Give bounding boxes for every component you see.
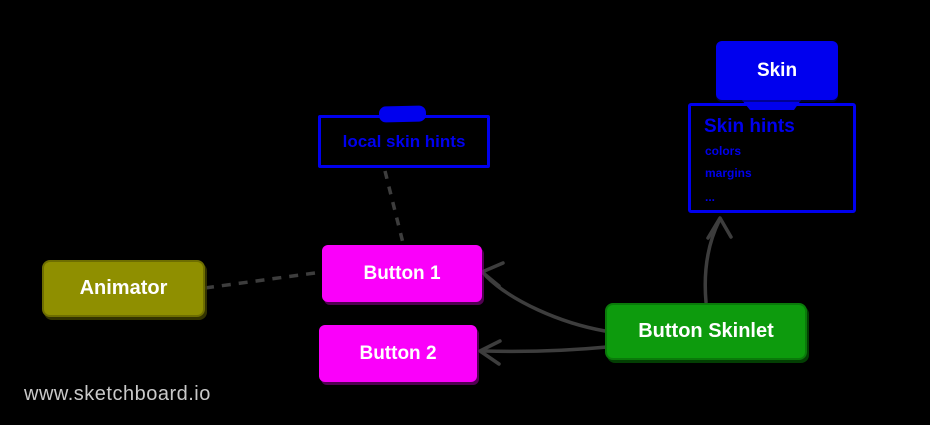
local-skin-hints-cap-scribble bbox=[378, 105, 427, 123]
skin-hints-item-ellipsis: ... bbox=[705, 190, 716, 204]
skin-hints-item-colors: colors bbox=[705, 144, 742, 158]
connector-skinlet-button1[interactable] bbox=[484, 274, 607, 333]
node-skin-label: Skin bbox=[756, 59, 798, 81]
sketchboard-watermark: www.sketchboard.io bbox=[24, 383, 211, 405]
connector-skinlet-button2[interactable] bbox=[482, 345, 609, 354]
skin-hints-item-margins: margins bbox=[705, 166, 752, 180]
node-animator-label: Animator bbox=[79, 277, 168, 299]
node-button-skinlet-label: Button Skinlet bbox=[638, 320, 774, 342]
node-local-skin-hints[interactable]: local skin hints bbox=[318, 115, 490, 168]
node-skin-hints[interactable]: Skin hints colors margins ... bbox=[688, 103, 856, 213]
node-button2-label: Button 2 bbox=[359, 342, 437, 364]
node-animator[interactable]: Animator bbox=[42, 260, 205, 317]
node-button1-label: Button 1 bbox=[363, 262, 441, 284]
node-button1[interactable]: Button 1 bbox=[322, 245, 482, 302]
node-button2[interactable]: Button 2 bbox=[319, 325, 477, 382]
connector-animator-button1[interactable] bbox=[204, 270, 323, 290]
node-button-skinlet[interactable]: Button Skinlet bbox=[605, 303, 807, 360]
connector-localhints-button1[interactable] bbox=[383, 170, 405, 244]
node-skin[interactable]: Skin bbox=[716, 41, 838, 100]
node-local-skin-hints-label: local skin hints bbox=[342, 131, 466, 151]
arrowhead-skinhints bbox=[706, 216, 733, 240]
arrowhead-button1 bbox=[480, 261, 505, 288]
skin-hints-title: Skin hints bbox=[704, 116, 795, 137]
arrowhead-button2 bbox=[478, 339, 502, 366]
